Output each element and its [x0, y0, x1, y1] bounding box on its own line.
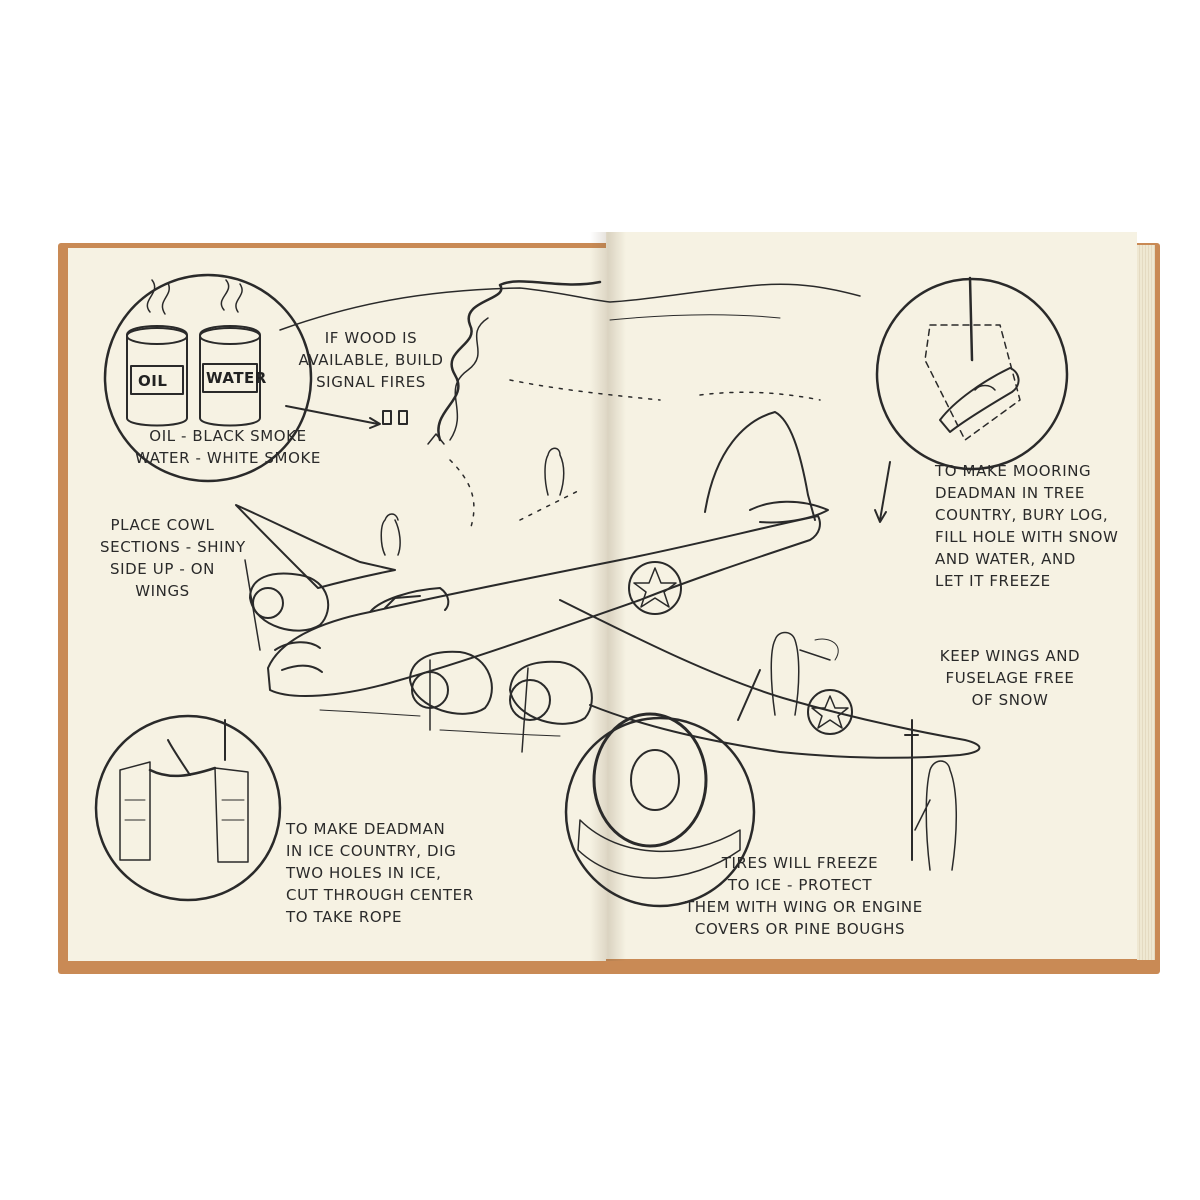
caption-line: FUSELAGE FREE [945, 669, 1075, 687]
caption-line: SECTIONS - SHINY [100, 538, 246, 556]
caption-line: COUNTRY, BURY LOG, [935, 506, 1109, 524]
caption-wings-snow: KEEP WINGS AND FUSELAGE FREE OF SNOW [935, 645, 1085, 711]
caption-mooring-deadman: TO MAKE MOORING DEADMAN IN TREE COUNTRY,… [935, 460, 1119, 592]
caption-line: COVERS OR PINE BOUGHS [694, 920, 906, 938]
water-can-icon: WATER [206, 369, 267, 387]
smoke-plume [437, 280, 602, 442]
caption-line: AVAILABLE, BUILD [298, 351, 444, 369]
caption-line: FILL HOLE WITH SNOW [935, 528, 1119, 546]
tree-deadman-inset [875, 277, 1069, 471]
caption-signal-fires: IF WOOD IS AVAILABLE, BUILD SIGNAL FIRES [296, 327, 446, 393]
caption-line: IF WOOD IS [324, 329, 418, 347]
oil-can-icon: OIL [138, 372, 168, 390]
right-page [606, 232, 1137, 959]
airplane-illustration [235, 411, 981, 759]
caption-line: TIRES WILL FREEZE [721, 854, 879, 872]
tire-icon [592, 712, 708, 848]
log-icon [939, 367, 1020, 433]
caption-line: DEADMAN IN TREE [935, 484, 1085, 502]
caption-deadman-ice: TO MAKE DEADMAN IN ICE COUNTRY, DIG TWO … [286, 818, 474, 928]
caption-line: LET IT FREEZE [935, 572, 1051, 590]
caption-line: AND WATER, AND [935, 550, 1076, 568]
caption-line: TWO HOLES IN ICE, [286, 864, 442, 882]
caption-cowl-sections: PLACE COWL SECTIONS - SHINY SIDE UP - ON… [100, 514, 246, 602]
caption-line: OIL - BLACK SMOKE [149, 427, 307, 445]
caption-line: OF SNOW [971, 691, 1049, 709]
caption-line: TO TAKE ROPE [286, 908, 403, 926]
star-insignia-icon [628, 561, 682, 615]
person-sweeping [770, 631, 831, 716]
person-on-wing [380, 513, 401, 556]
cans-inset [103, 273, 313, 483]
caption-signal-smoke: OIL - BLACK SMOKE WATER - WHITE SMOKE [118, 425, 338, 469]
caption-line: WATER - WHITE SMOKE [134, 449, 322, 467]
caption-line: TO ICE - PROTECT [727, 876, 873, 894]
caption-line: TO MAKE DEADMAN [286, 820, 446, 838]
person-shoveling [914, 760, 958, 871]
caption-line: KEEP WINGS AND [939, 647, 1081, 665]
tire-inset [564, 716, 756, 908]
caption-line: THEM WITH WING OR ENGINE [685, 898, 923, 916]
caption-line: CUT THROUGH CENTER [286, 886, 474, 904]
caption-line: PLACE COWL [110, 516, 215, 534]
page-edges [1137, 245, 1155, 960]
hills [279, 283, 861, 331]
caption-line: SIGNAL FIRES [316, 373, 426, 391]
caption-line: SIDE UP - ON [110, 560, 215, 578]
caption-line: WINGS [135, 582, 190, 600]
caption-line: IN ICE COUNTRY, DIG [286, 842, 457, 860]
ice-deadman-inset [94, 714, 282, 902]
person-walking [544, 447, 565, 496]
rope-icon [968, 276, 974, 362]
caption-tires-freeze: TIRES WILL FREEZE TO ICE - PROTECT THEM … [685, 852, 923, 940]
caption-line: TO MAKE MOORING [935, 462, 1092, 480]
